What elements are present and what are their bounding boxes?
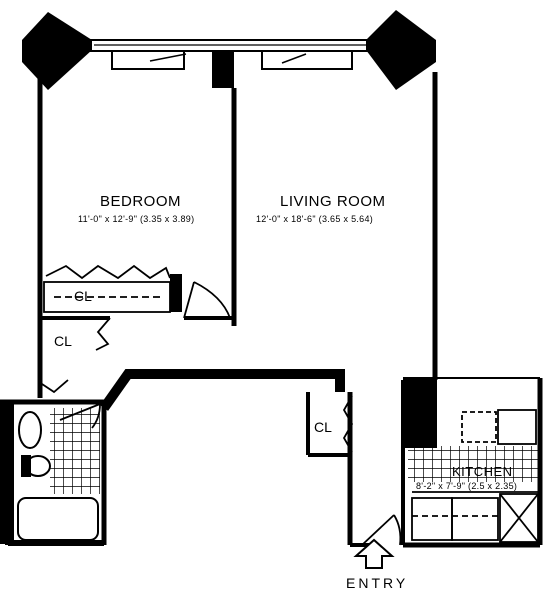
entry-arrow-icon (353, 538, 395, 569)
living-room-dimensions: 12'-0" x 18'-6" (3.65 x 5.64) (256, 214, 373, 224)
living-closet-label: CL (314, 419, 332, 435)
living-room-label: LIVING ROOM (280, 193, 386, 210)
entry-door (361, 514, 402, 546)
kitchen-sink-icon (461, 411, 497, 443)
kitchen-dimensions: 8'-2" x 7'-9" (2.5 x 2.35) (416, 481, 517, 491)
bedroom-closet (43, 264, 171, 313)
living-closet (342, 395, 354, 453)
bedroom-label: BEDROOM (100, 193, 181, 210)
kitchen-label: KITCHEN (452, 464, 513, 479)
bedroom-closet-label: CL (74, 288, 92, 304)
bedroom-dimensions: 11'-0" x 12'-9" (3.35 x 3.89) (78, 214, 194, 224)
bedroom-door (183, 281, 231, 319)
range-icon (499, 493, 539, 543)
hall-closet (41, 317, 111, 394)
structural-columns (0, 10, 437, 544)
kitchen-tile-floor (408, 446, 540, 482)
bathtub-icon (17, 497, 99, 541)
sink-icon (18, 411, 42, 449)
walls (0, 39, 543, 548)
entry-label: ENTRY (346, 575, 408, 591)
bathroom-fixtures (17, 411, 99, 541)
hall-closet-label: CL (54, 333, 72, 349)
kitchen-fixtures (411, 409, 539, 543)
bathroom-tile-floor (50, 408, 100, 494)
bathroom-door (59, 403, 101, 429)
